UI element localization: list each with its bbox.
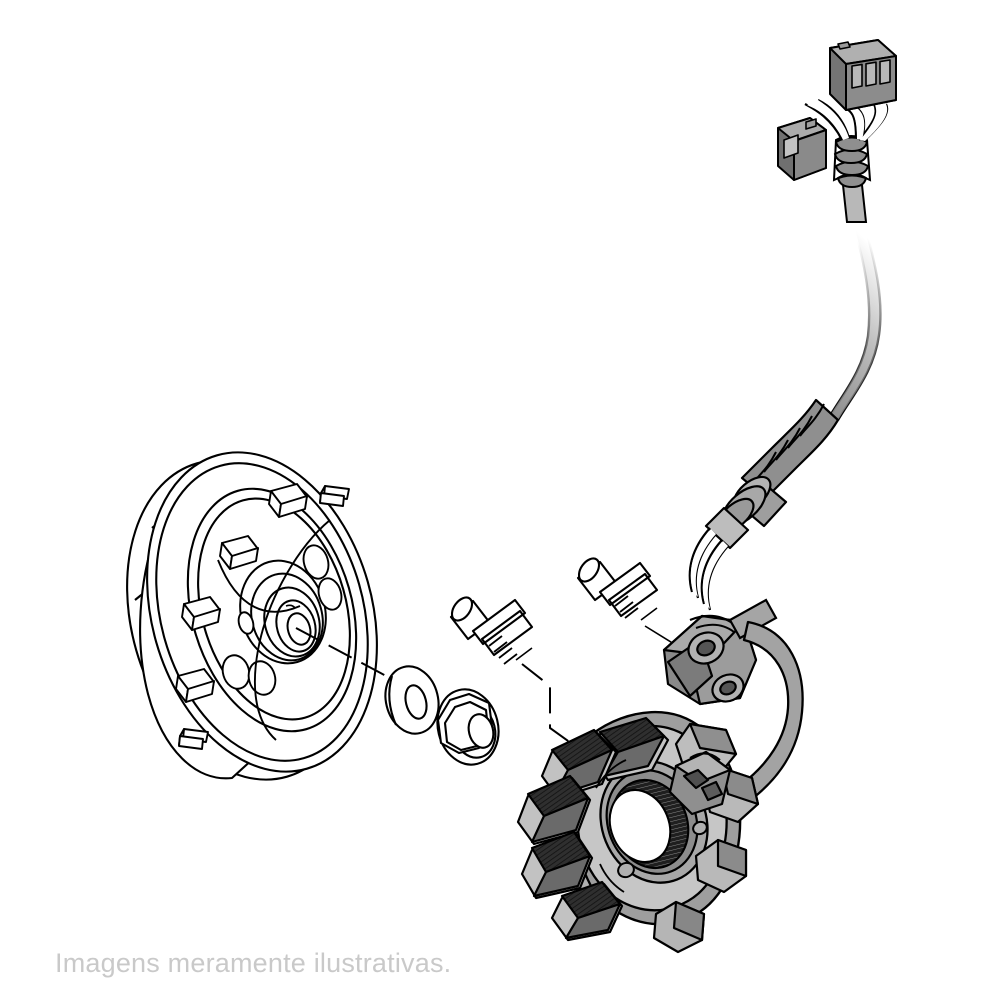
stator-face-details	[595, 759, 708, 893]
stator-pole	[516, 774, 592, 846]
stator-terminal-block	[668, 750, 732, 816]
leader-line-bolt-to-stator	[521, 663, 579, 749]
rotor-key-tabs	[178, 485, 350, 750]
cable-bracket	[662, 614, 758, 706]
harness-taped-lower	[688, 398, 840, 611]
connector-large	[829, 39, 897, 111]
rotor-magnet-slots	[175, 483, 308, 703]
flange-nut	[436, 688, 500, 766]
tape-wrap-lines	[753, 403, 825, 483]
stator-pole	[550, 880, 624, 942]
wire-harness-upper	[825, 214, 882, 422]
bolt-right	[576, 557, 659, 621]
connector-small	[777, 117, 827, 181]
stator-assembly	[516, 710, 760, 954]
bolt-left	[449, 596, 534, 665]
flywheel-rotor	[126, 451, 378, 781]
harness-tape-wrap	[833, 136, 870, 189]
stator-pole	[652, 900, 706, 954]
rotor-holes	[221, 544, 343, 696]
stator-pole	[694, 838, 748, 894]
stator-pole	[520, 830, 594, 900]
washer	[384, 665, 440, 735]
connector-harness-group	[777, 39, 897, 223]
stator-pole	[590, 716, 670, 782]
bracket-cable-stub	[728, 598, 778, 640]
clamp-loops	[687, 631, 745, 703]
cable-grommet	[704, 475, 788, 550]
disclaimer-caption: Imagens meramente ilustrativas.	[55, 948, 452, 978]
